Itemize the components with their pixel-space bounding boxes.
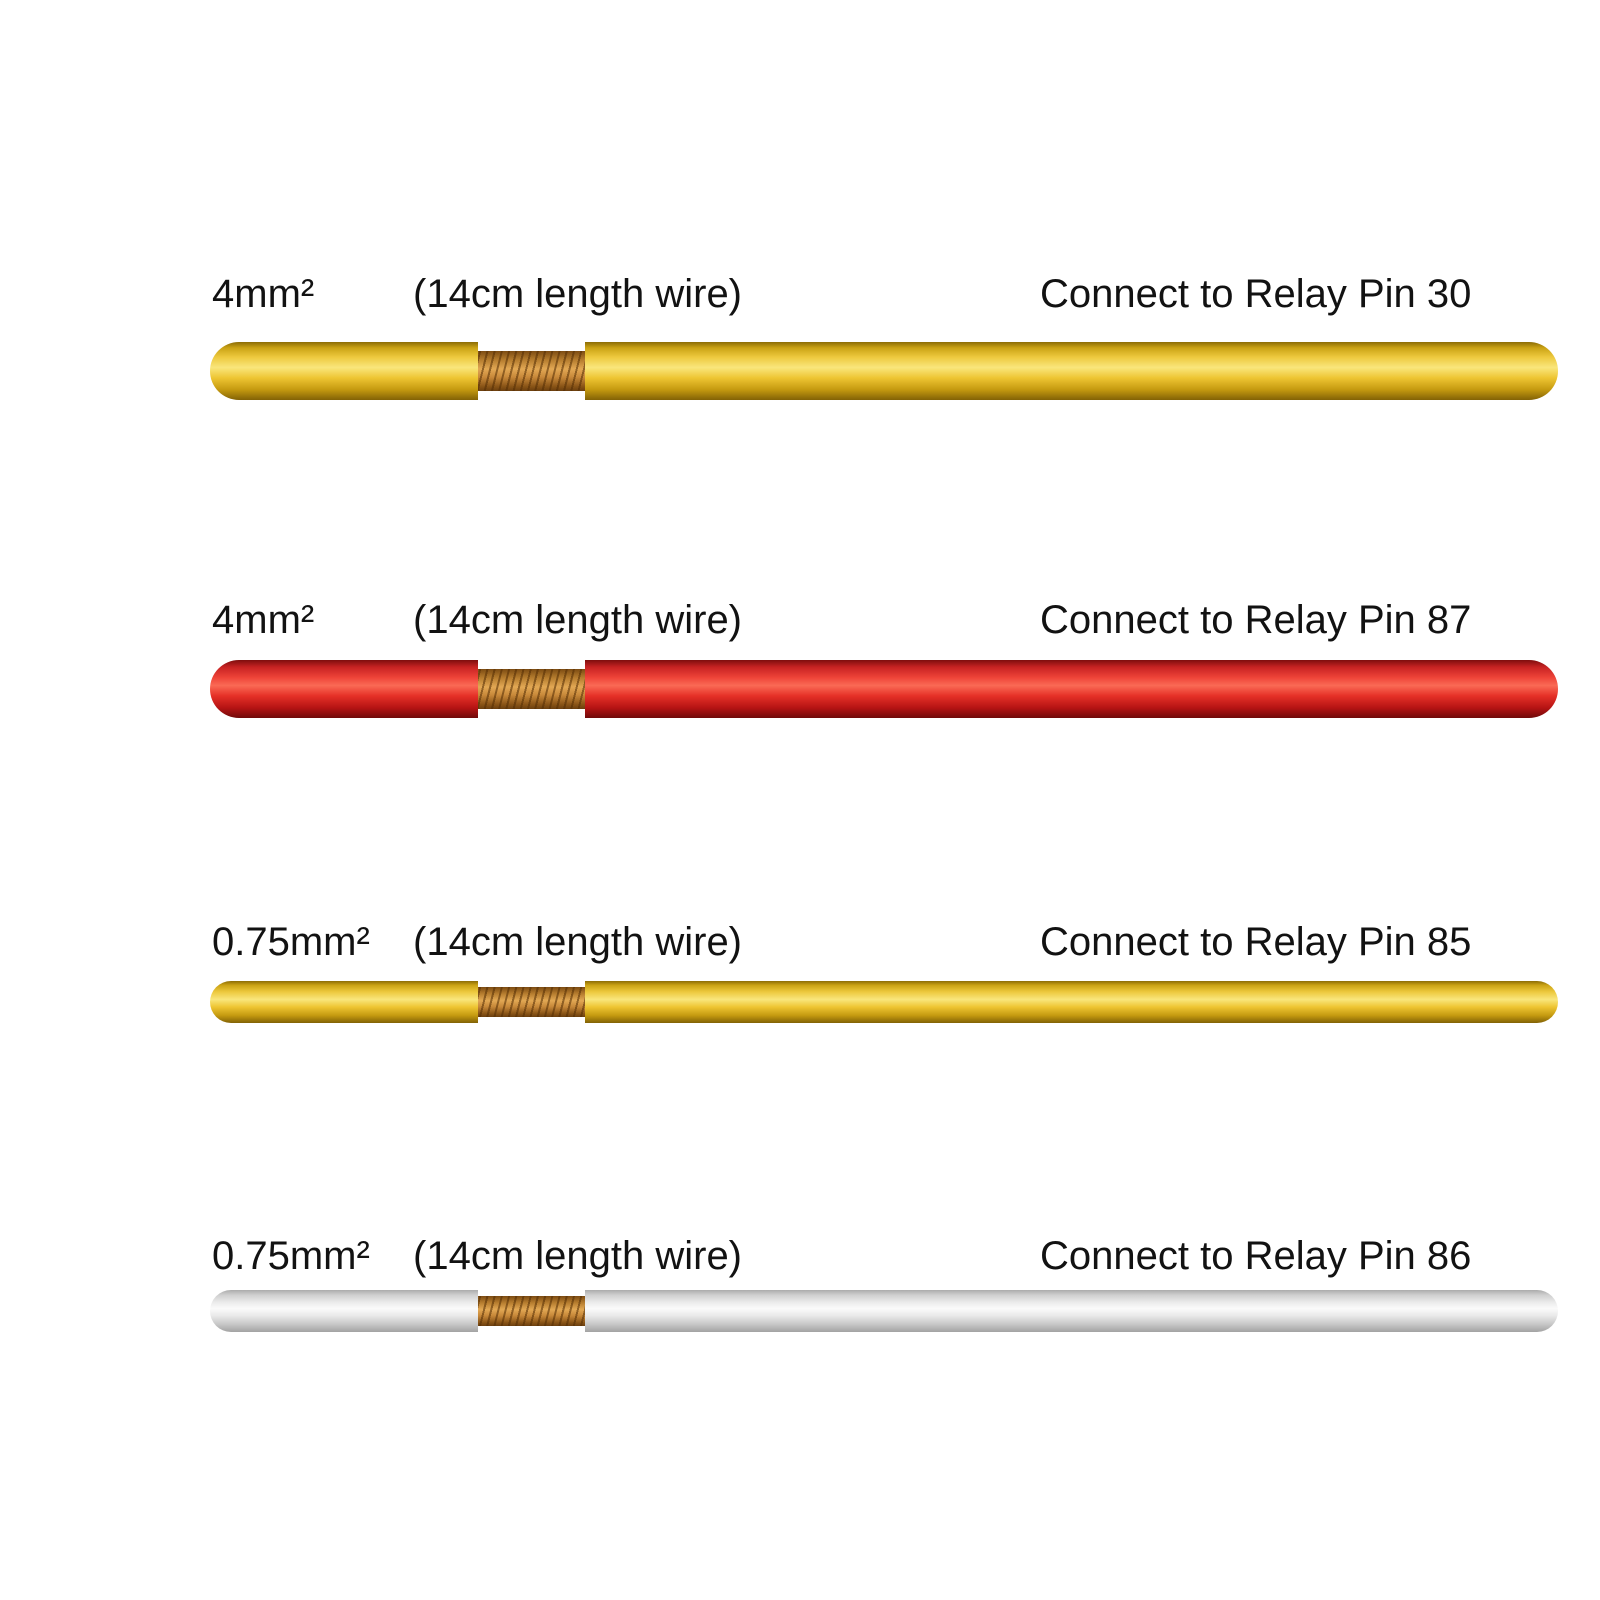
wire-insulation-left xyxy=(210,342,478,400)
wire-insulation-left xyxy=(210,660,478,718)
wire-connection-label: Connect to Relay Pin 86 xyxy=(1040,1234,1472,1278)
wire-graphic xyxy=(210,342,1558,400)
wire-connection-label: Connect to Relay Pin 85 xyxy=(1040,920,1472,964)
wire-length-label: (14cm length wire) xyxy=(413,272,743,316)
wire-graphic xyxy=(210,1290,1558,1332)
wire-gauge-label: 4mm² xyxy=(212,272,315,316)
exposed-copper-strands xyxy=(472,987,592,1017)
wire-labels: 0.75mm² (14cm length wire) Connect to Re… xyxy=(0,918,1600,968)
wire-length-label: (14cm length wire) xyxy=(413,920,743,964)
wire-connection-label: Connect to Relay Pin 87 xyxy=(1040,598,1472,642)
exposed-copper-strands xyxy=(472,1296,592,1326)
wire-labels: 0.75mm² (14cm length wire) Connect to Re… xyxy=(0,1232,1600,1282)
exposed-copper-strands xyxy=(472,350,592,392)
wire-insulation-right xyxy=(585,1290,1558,1332)
wire-labels: 4mm² (14cm length wire) Connect to Relay… xyxy=(0,596,1600,646)
wire-labels: 4mm² (14cm length wire) Connect to Relay… xyxy=(0,270,1600,320)
wire-insulation-right xyxy=(585,660,1558,718)
wire-insulation-left xyxy=(210,981,478,1023)
wire-length-label: (14cm length wire) xyxy=(413,1234,743,1278)
wire-graphic xyxy=(210,981,1558,1023)
wire-insulation-right xyxy=(585,342,1558,400)
wire-graphic xyxy=(210,660,1558,718)
wire-gauge-label: 0.75mm² xyxy=(212,1234,370,1278)
wire-gauge-label: 4mm² xyxy=(212,598,315,642)
exposed-copper-strands xyxy=(472,668,592,710)
wire-insulation-right xyxy=(585,981,1558,1023)
wire-connection-label: Connect to Relay Pin 30 xyxy=(1040,272,1472,316)
wire-gauge-label: 0.75mm² xyxy=(212,920,370,964)
wire-length-label: (14cm length wire) xyxy=(413,598,743,642)
wire-insulation-left xyxy=(210,1290,478,1332)
